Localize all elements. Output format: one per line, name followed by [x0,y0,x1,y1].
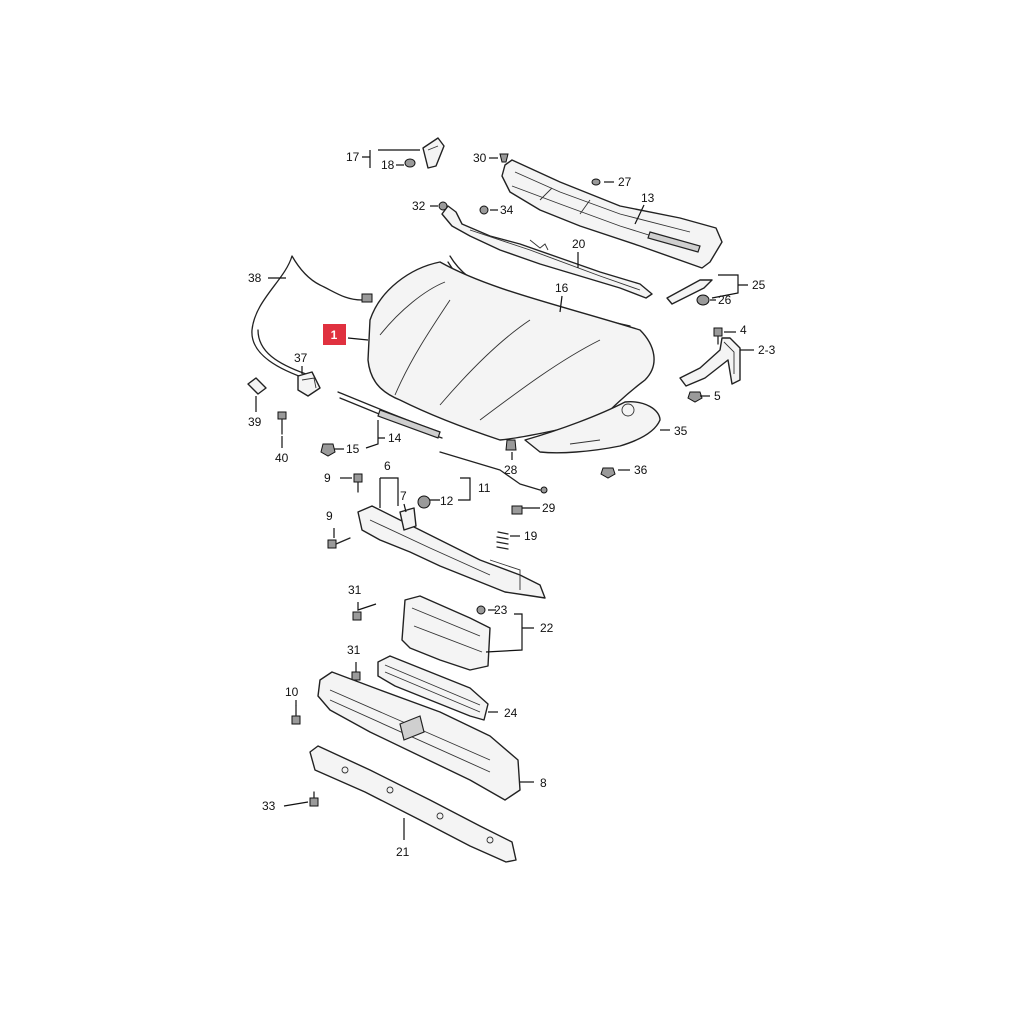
part-7-bracket [399,507,417,531]
part-15-clip [320,443,336,457]
part-10-bolt [291,705,301,725]
part-8-lower-support [317,671,521,801]
callout-18: 18 [381,158,395,172]
callout-15: 15 [346,442,360,456]
callout-6: 6 [384,459,391,473]
part-35-insulator [524,401,661,454]
part-27-clip [591,178,601,186]
part-19-spring [496,531,509,550]
callout-4: 4 [740,323,747,337]
part-12-grommet [417,495,431,509]
part-18-clip [404,158,416,168]
callout-14: 14 [388,431,402,445]
part-40-bolt [277,411,287,435]
part-34-clip [479,205,489,215]
leader-lines [255,149,754,840]
callout-37: 37 [294,351,308,365]
callout-labels: 1 17 18 30 27 13 32 34 20 16 25 26 4 2-3… [248,150,776,859]
part-28-stop [505,439,517,451]
callout-9-lower: 9 [326,509,333,523]
callout-26: 26 [718,293,732,307]
part-36-clip [600,467,616,479]
part-2-3-hinge [679,337,741,387]
part-32-clip [438,201,448,211]
callout-8: 8 [540,776,547,790]
callout-11: 11 [478,481,491,495]
callout-27: 27 [618,175,632,189]
callout-22: 22 [540,621,554,635]
callout-2-3: 2-3 [758,343,776,357]
callout-5: 5 [714,389,721,403]
callout-38: 38 [248,271,262,285]
callout-36: 36 [634,463,648,477]
part-24-grille [377,655,489,721]
part-25-strip [666,279,713,305]
part-4-bolt [713,327,723,345]
callout-19: 19 [524,529,538,543]
callout-13: 13 [641,191,655,205]
part-9-bolt-lower [327,537,351,549]
callout-32: 32 [412,199,426,213]
part-33-bolt [309,791,319,807]
callout-17: 17 [346,150,360,164]
callout-34: 34 [500,203,514,217]
part-23-clip [476,605,486,615]
callout-40: 40 [275,451,289,465]
callout-1: 1 [331,328,338,342]
callout-31-lower: 31 [347,643,361,657]
callout-33: 33 [262,799,276,813]
part-1-hood [367,261,655,441]
callout-35: 35 [674,424,688,438]
callout-9-upper: 9 [324,471,331,485]
part-30-clip [499,153,509,163]
callout-28: 28 [504,463,518,477]
callout-20: 20 [572,237,586,251]
callout-31-upper: 31 [348,583,362,597]
part-20-cowl-rail [441,205,653,299]
callout-16: 16 [555,281,569,295]
callout-21: 21 [396,845,410,859]
callout-30: 30 [473,151,487,165]
part-13-cowl-panel [501,159,723,269]
part-9-bolt-upper [353,473,363,493]
part-38-release-cable [251,255,373,381]
part-26-clip [696,294,710,306]
callout-24: 24 [504,706,518,720]
part-14-front-seal [337,391,443,439]
callout-29: 29 [542,501,556,515]
part-29-clip [511,505,523,515]
part-37-latch [297,371,321,397]
part-6-radiator-support [357,505,546,599]
callout-25: 25 [752,278,766,292]
part-31-bolt-upper [352,611,362,621]
part-22-air-guide [401,595,491,671]
callout-1-highlight [323,324,346,345]
part-21-crossmember [309,745,517,863]
callout-10: 10 [285,685,299,699]
part-39-bracket [247,377,267,395]
callout-7: 7 [400,489,407,503]
part-5-bolt [687,391,703,403]
callout-23: 23 [494,603,508,617]
callout-39: 39 [248,415,262,429]
part-17-bracket [422,137,445,169]
part-31-bolt-lower [351,671,361,681]
part-11-prop-rod [439,451,548,494]
callout-12: 12 [440,494,454,508]
